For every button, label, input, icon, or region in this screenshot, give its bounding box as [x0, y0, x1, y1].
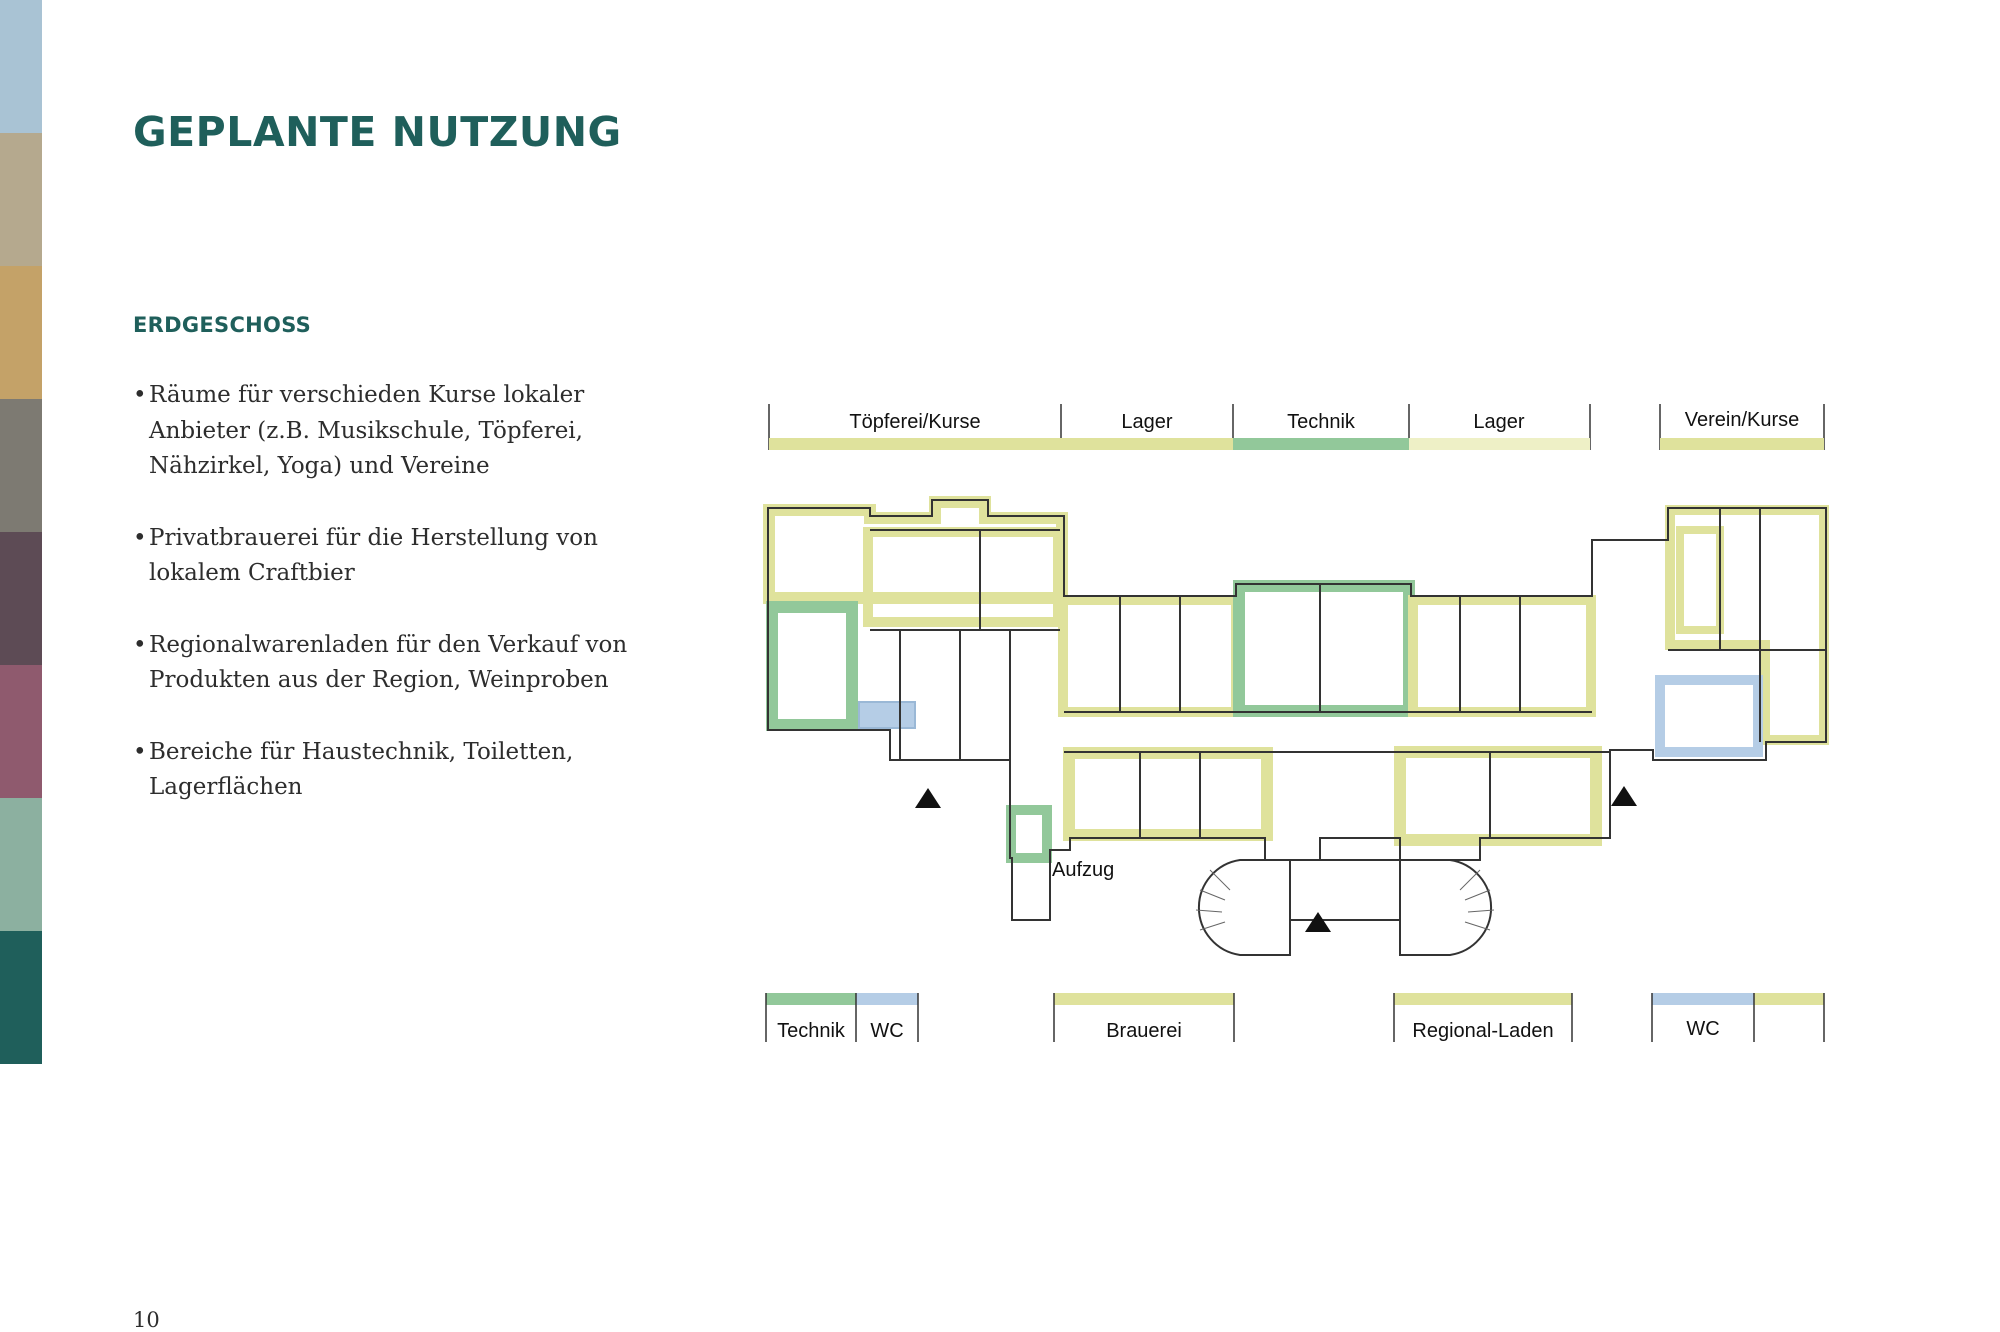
usage-list: •Räume für verschieden Kurse lokaler Anb…: [133, 378, 653, 842]
legend-bar: [1394, 993, 1572, 1005]
legend-label-regional-laden: Regional-Laden: [1412, 1020, 1553, 1042]
bottom-legend: [765, 993, 1825, 1042]
legend-bar: [766, 993, 856, 1005]
color-swatch: [0, 931, 42, 1064]
legend-label-wc: WC: [870, 1020, 903, 1042]
list-item: •Räume für verschieden Kurse lokaler Anb…: [133, 382, 585, 479]
staircase: [1197, 859, 1493, 956]
elevator-label: Aufzug: [1052, 859, 1114, 881]
building-walls: [767, 499, 1827, 921]
legend-label-verein: Verein/Kurse: [1685, 409, 1800, 431]
top-legend: [768, 404, 1825, 450]
section-heading: ERDGESCHOSS: [133, 313, 312, 337]
legend-label-lager: Lager: [1121, 411, 1172, 433]
entrance-marker: [1611, 786, 1637, 806]
color-swatch: [0, 665, 42, 798]
legend-bar: [856, 993, 918, 1005]
entrance-marker: [1305, 912, 1331, 932]
legend-bar: [1061, 438, 1233, 450]
list-item-text: Bereiche für Haustechnik, Toiletten, Lag…: [149, 738, 574, 801]
staircase-steps: [1195, 869, 1495, 931]
page-title: GEPLANTE NUTZUNG: [133, 108, 622, 156]
color-swatch: [0, 532, 42, 665]
floor-plan: Töpferei/Kurse Lager Technik Lager Verei…: [763, 404, 1829, 1042]
legend-bar: [1409, 438, 1590, 450]
legend-bar: [769, 438, 1061, 450]
color-swatch: [0, 0, 42, 133]
color-swatch: [0, 266, 42, 399]
color-swatch: [0, 133, 42, 266]
legend-label-brauerei: Brauerei: [1106, 1020, 1182, 1042]
legend-label-technik-bottom: Technik: [777, 1020, 846, 1042]
list-item-text: Regionalwarenladen für den Verkauf von P…: [149, 631, 628, 694]
legend-label-lager-2: Lager: [1473, 411, 1524, 433]
legend-label-wc-2: WC: [1686, 1018, 1719, 1040]
color-swatch: [0, 798, 42, 931]
legend-label-technik: Technik: [1287, 411, 1356, 433]
color-sidebar: [0, 0, 42, 1064]
list-item: •Bereiche für Haustechnik, Toiletten, La…: [133, 738, 574, 801]
color-swatch: [0, 399, 42, 532]
legend-bar: [1754, 993, 1824, 1005]
list-item-text: Privatbrauerei für die Herstellung von l…: [149, 524, 598, 587]
list-item-text: Räume für verschieden Kurse lokaler Anbi…: [149, 382, 585, 479]
list-item: •Privatbrauerei für die Herstellung von …: [133, 524, 598, 587]
page-number: 10: [133, 1308, 160, 1332]
legend-bar: [1652, 993, 1754, 1005]
legend-bar: [1054, 993, 1234, 1005]
list-item: •Regionalwarenladen für den Verkauf von …: [133, 631, 628, 694]
entrance-marker: [915, 788, 941, 808]
legend-label-toepferei: Töpferei/Kurse: [849, 411, 980, 433]
legend-bar: [1660, 438, 1824, 450]
legend-bar: [1233, 438, 1409, 450]
